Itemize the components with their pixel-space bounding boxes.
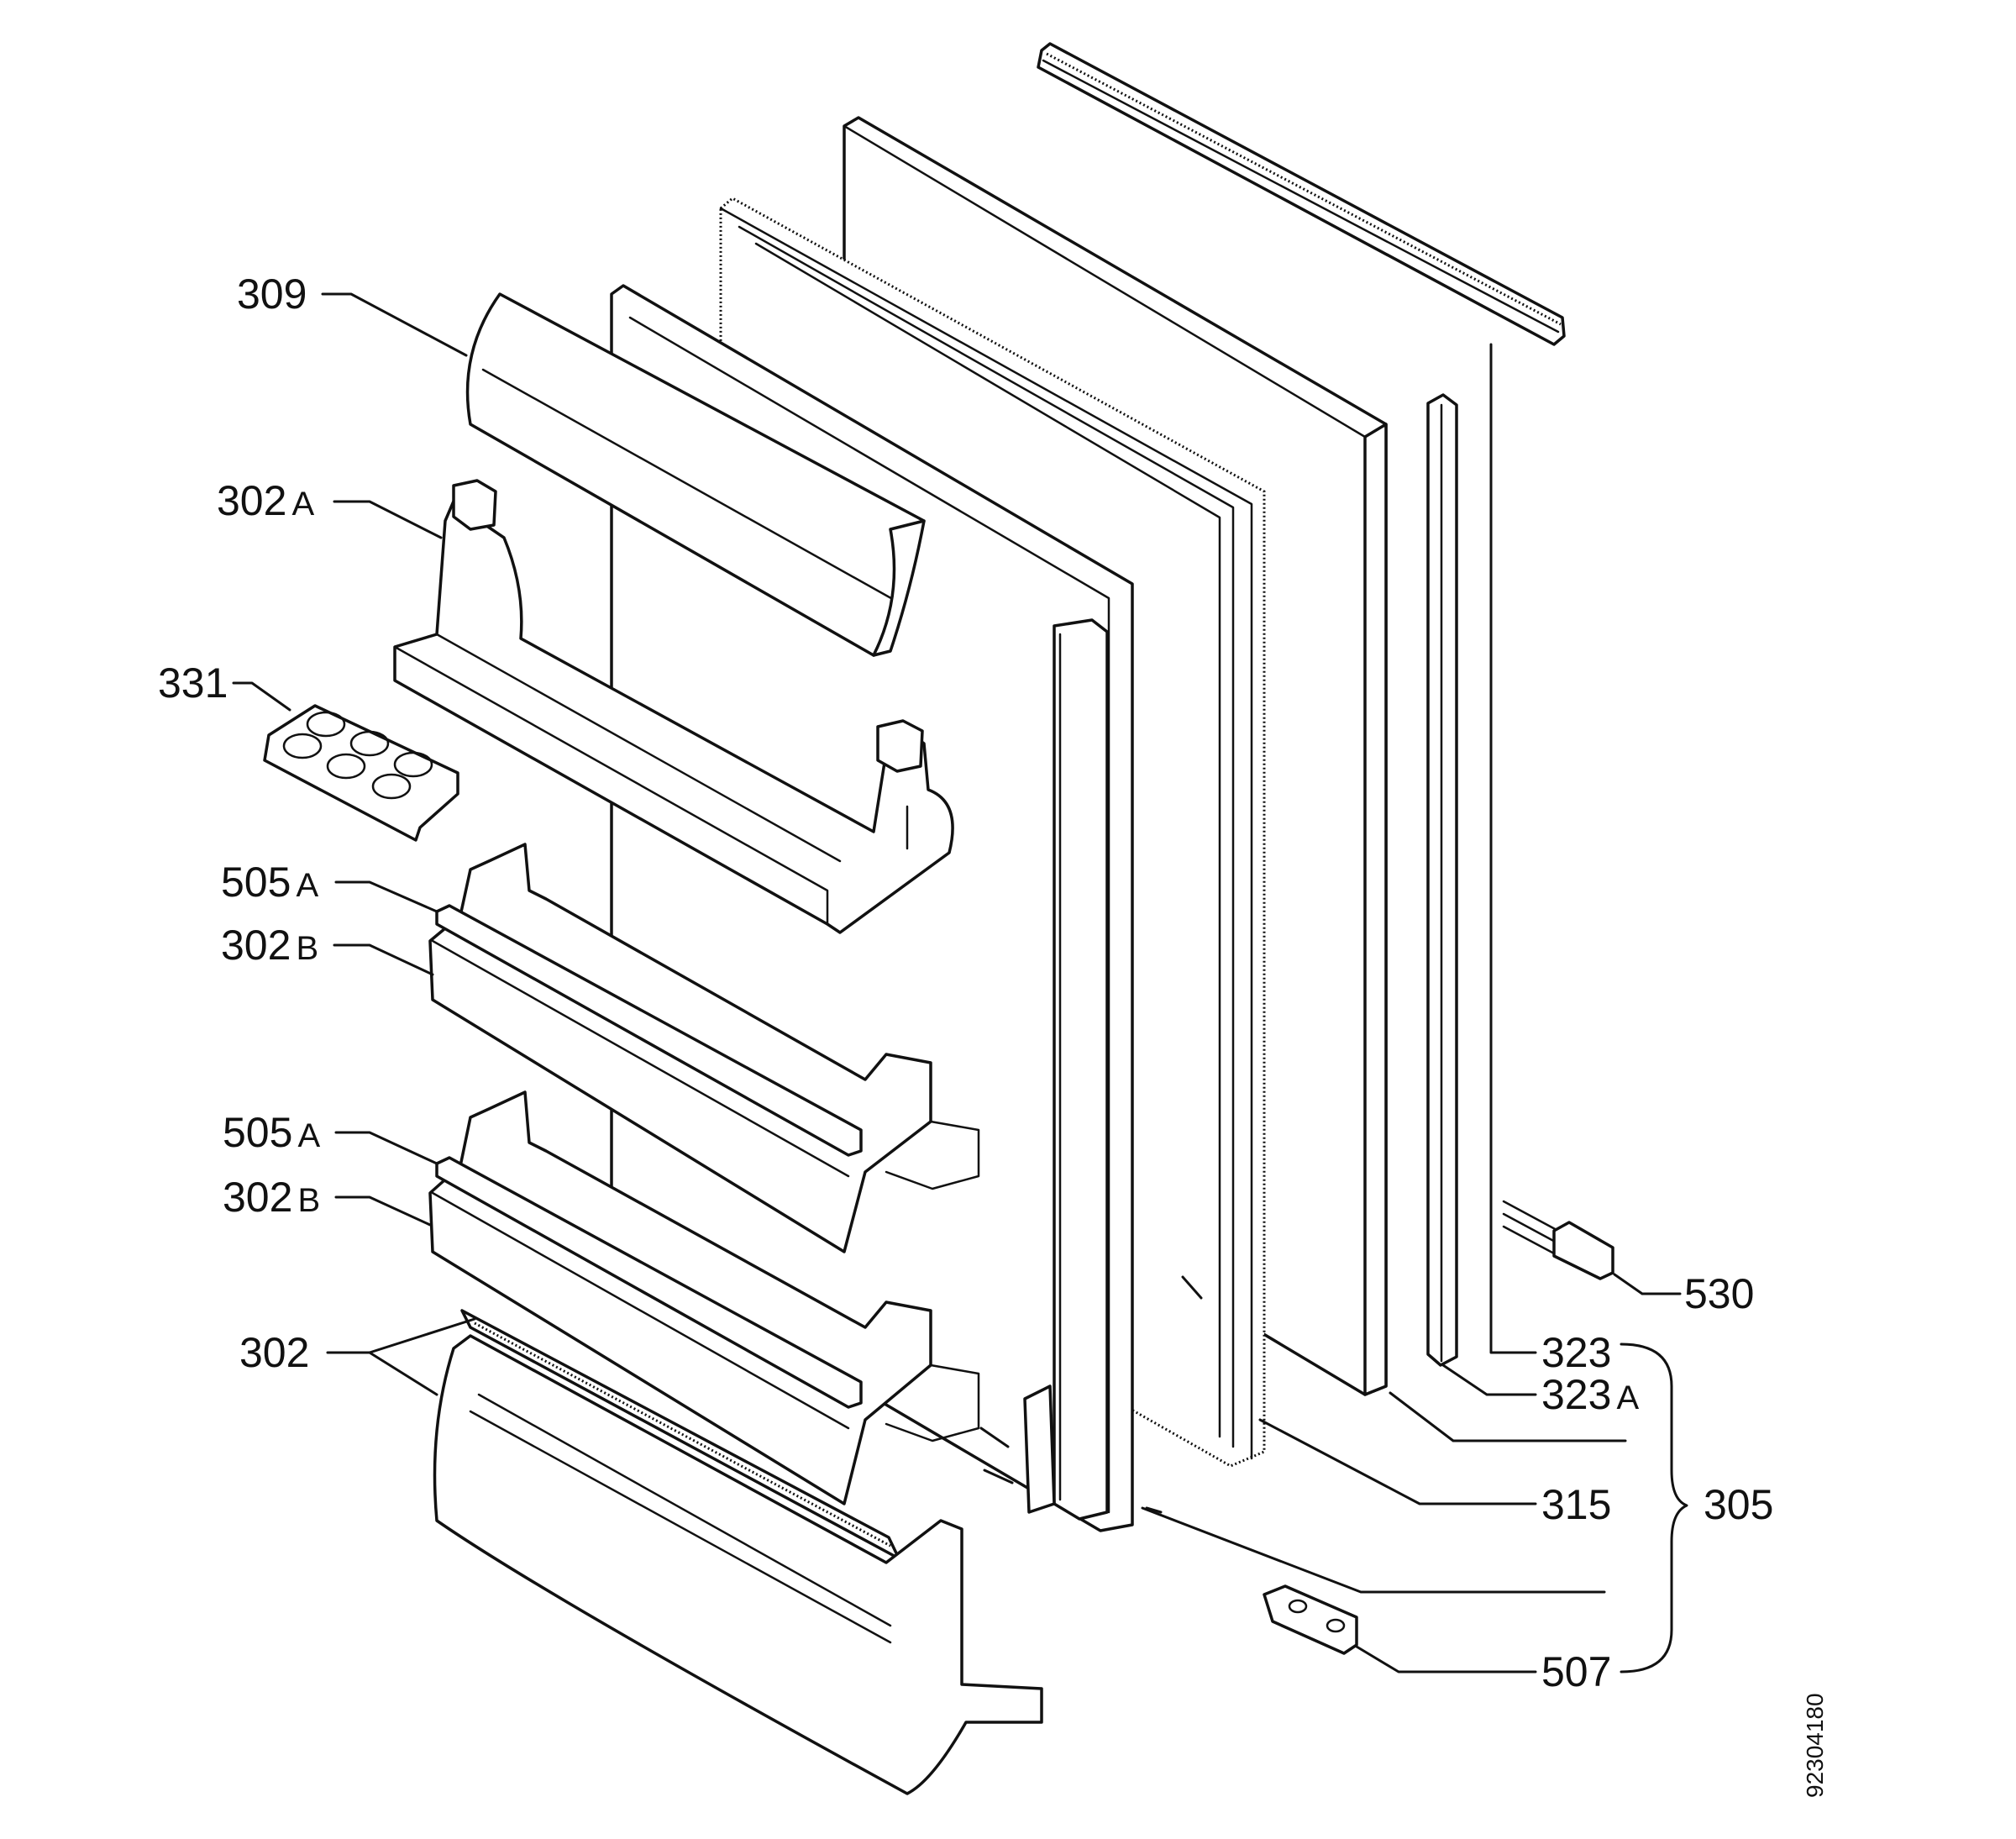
upper-door-shelf [393, 479, 954, 934]
label-302: 302 [239, 1329, 309, 1376]
document-id: 92304180 [1802, 1693, 1828, 1798]
label-323: 323 [1541, 1329, 1611, 1376]
middle-door-shelf [428, 843, 980, 1253]
top-seal-strip [1037, 42, 1566, 346]
small-bracket [1502, 1200, 1614, 1280]
label-309: 309 [237, 271, 307, 318]
lower-door-shelf [428, 1090, 980, 1505]
label-530: 530 [1684, 1270, 1754, 1317]
label-315: 315 [1541, 1481, 1611, 1528]
bottom-bottle-shelf [433, 1309, 1043, 1795]
dairy-flap [465, 292, 926, 657]
vertical-strip [1426, 393, 1458, 1367]
egg-tray [263, 704, 459, 842]
label-507: 507 [1541, 1648, 1611, 1695]
leader-lines [232, 292, 1688, 1673]
label-305: 305 [1704, 1481, 1773, 1528]
bottom-hinge-plate [1263, 1584, 1358, 1655]
label-331: 331 [158, 659, 228, 707]
